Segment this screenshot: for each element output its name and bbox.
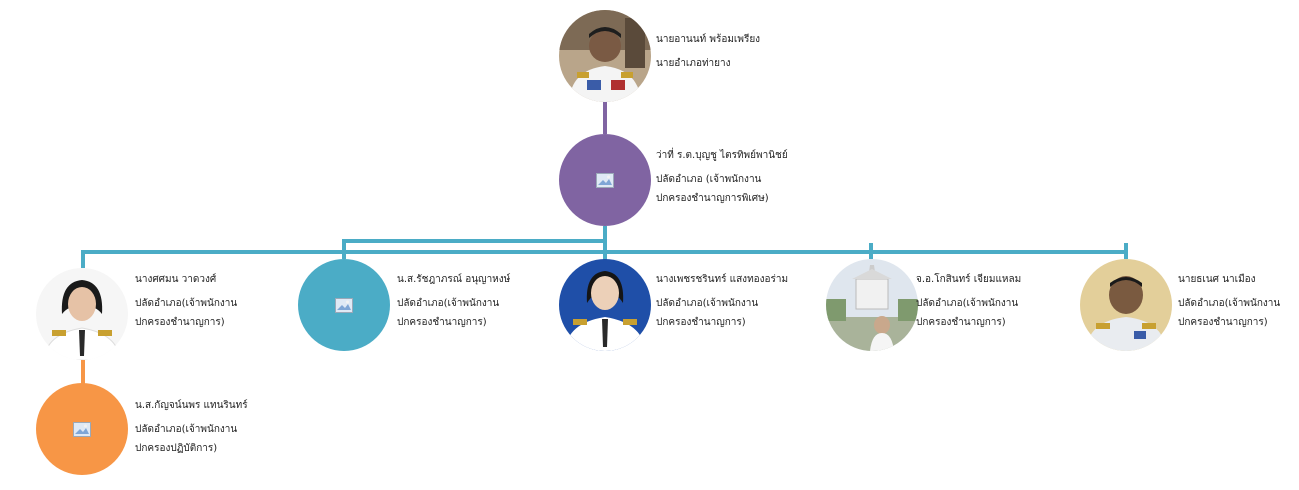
person-photo-icon: [826, 259, 918, 351]
person-name: นางเพชรชรินทร์ แสงทองอร่าม: [656, 274, 789, 285]
person-name: น.ส.กัญจน์นพร แทนรินทร์: [135, 400, 248, 411]
person-title-line2: ปกครองชำนาญการ): [916, 317, 1006, 328]
person-title-line2: ปกครองชำนาญการ): [397, 317, 487, 328]
person-photo-icon: [1080, 259, 1172, 351]
avatar: [559, 10, 651, 102]
person-title-line2: ปกครองชำนาญการพิเศษ): [656, 193, 769, 204]
person-title: ปลัดอำเภอ(เจ้าพนักงาน: [916, 298, 1019, 309]
avatar: [559, 259, 651, 351]
person-photo-icon: [559, 259, 651, 351]
image-placeholder-icon: [73, 421, 91, 437]
avatar-placeholder: [36, 383, 128, 475]
person-photo-icon: [36, 268, 128, 360]
person-name: นางศศมน วาดวงศ์: [135, 274, 217, 285]
person-title: ปลัดอำเภอ(เจ้าพนักงาน: [1178, 298, 1281, 309]
person-title: ปลัดอำเภอ(เจ้าพนักงาน: [135, 298, 238, 309]
person-name: นายธเนศ นาเมือง: [1178, 274, 1256, 285]
person-name: จ.อ.โกสินทร์ เจียมแหลม: [916, 274, 1022, 285]
person-title: ปลัดอำเภอ(เจ้าพนักงาน: [397, 298, 500, 309]
image-placeholder-icon: [596, 172, 614, 188]
person-title: ปลัดอำเภอ (เจ้าพนักงาน: [656, 174, 762, 185]
person-photo-icon: [559, 10, 651, 102]
avatar-placeholder: [298, 259, 390, 351]
person-title: ปลัดอำเภอ(เจ้าพนักงาน: [135, 424, 238, 435]
person-name: น.ส.รัชฎาภรณ์ อนุญาหงษ์: [397, 274, 511, 285]
connector-sub: [81, 360, 85, 384]
person-title: นายอำเภอท่ายาง: [656, 58, 731, 69]
person-title-line2: ปกครองชำนาญการ): [656, 317, 746, 328]
avatar-placeholder: [559, 134, 651, 226]
connector-drop-3: [603, 254, 607, 260]
avatar: [1080, 259, 1172, 351]
person-title-line2: ปกครองชำนาญการ): [1178, 317, 1268, 328]
image-placeholder-icon: [335, 297, 353, 313]
connector-horizontal-bus-main: [82, 250, 1128, 254]
avatar: [826, 259, 918, 351]
connector-drop-2: [342, 239, 346, 259]
connector-drop-4: [869, 243, 873, 259]
person-name: ว่าที่ ร.ต.บุญชู ไตรทิพย์พานิชย์: [656, 150, 788, 161]
person-title-line2: ปกครองปฏิบัติการ): [135, 443, 218, 454]
person-title: ปลัดอำเภอ(เจ้าพนักงาน: [656, 298, 759, 309]
person-name: นายอานนท์ พร้อมเพรียง: [656, 34, 761, 45]
connector-drop-5: [1124, 243, 1128, 259]
connector-director-deputy: [603, 100, 607, 134]
avatar: [36, 268, 128, 360]
person-title-line2: ปกครองชำนาญการ): [135, 317, 225, 328]
connector-horizontal-bus-inner: [342, 239, 607, 243]
connector-drop-1: [81, 250, 85, 268]
